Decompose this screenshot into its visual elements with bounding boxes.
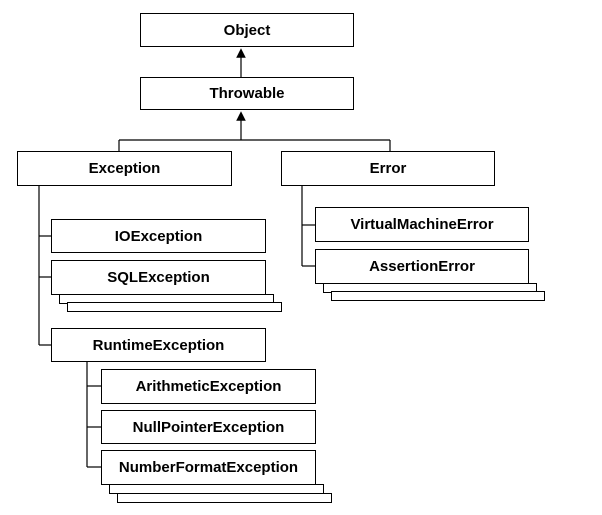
assertionerror-stack-2 <box>331 291 545 301</box>
node-virtualmachineerror: VirtualMachineError <box>315 207 529 242</box>
node-numberformatexception: NumberFormatException <box>101 450 316 485</box>
node-error: Error <box>281 151 495 186</box>
node-nullpointerexception: NullPointerException <box>101 410 316 444</box>
node-runtimeexception: RuntimeException <box>51 328 266 362</box>
numberformat-stack-2 <box>117 493 332 503</box>
node-arithmeticexception: ArithmeticException <box>101 369 316 404</box>
node-throwable: Throwable <box>140 77 354 110</box>
node-ioexception: IOException <box>51 219 266 253</box>
node-exception: Exception <box>17 151 232 186</box>
node-assertionerror: AssertionError <box>315 249 529 284</box>
sqlexception-stack-2 <box>67 302 282 312</box>
node-object: Object <box>140 13 354 47</box>
node-sqlexception: SQLException <box>51 260 266 295</box>
